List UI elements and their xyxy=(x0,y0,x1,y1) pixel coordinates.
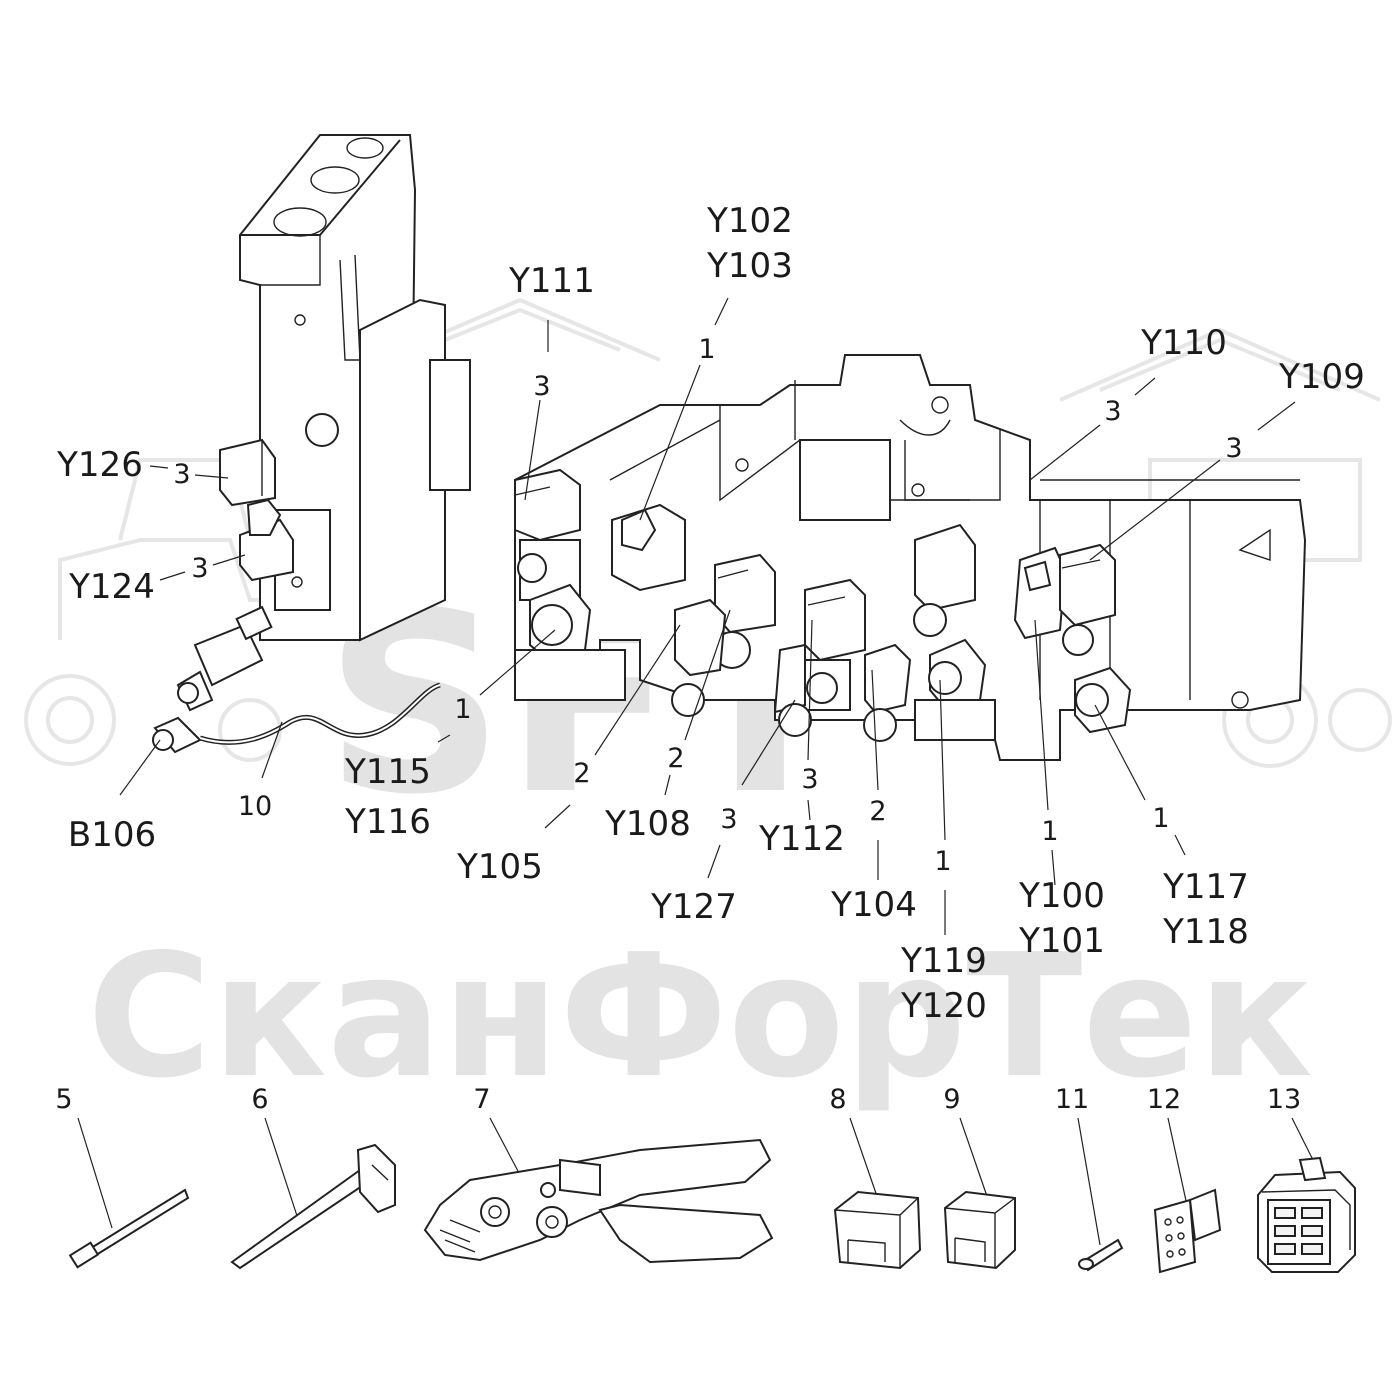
label-y112: Y112 xyxy=(758,819,845,859)
label-y102: Y102 xyxy=(706,201,793,241)
part-8-connector-housing: 8 xyxy=(829,1084,922,1270)
y111-coil xyxy=(514,468,581,601)
label-y126: Y126 xyxy=(56,445,143,485)
callout-y110: 3 xyxy=(1104,396,1121,427)
label-y110: Y110 xyxy=(1140,323,1227,363)
b106-pressure-sensor xyxy=(176,605,273,712)
part-9-number: 9 xyxy=(943,1084,960,1115)
y105-coil xyxy=(671,598,727,717)
y104-coil xyxy=(863,643,912,742)
callout-y112: 3 xyxy=(801,764,818,795)
accessory-parts: 5 6 7 8 xyxy=(55,1084,1356,1274)
y126-coil-connector xyxy=(219,438,276,507)
leader-lines xyxy=(119,297,1296,935)
callout-y119: 1 xyxy=(934,846,951,877)
part-7-crimping-pliers: 7 xyxy=(423,1084,774,1264)
part-6-number: 6 xyxy=(251,1084,268,1115)
callout-y126: 3 xyxy=(173,459,190,490)
label-y120: Y120 xyxy=(900,986,987,1026)
label-y117: Y117 xyxy=(1162,867,1249,907)
label-y119: Y119 xyxy=(900,941,987,981)
label-y124: Y124 xyxy=(68,567,155,607)
y110-coil xyxy=(1013,546,1067,640)
label-y108: Y108 xyxy=(604,804,691,844)
label-b106: B106 xyxy=(68,815,156,855)
part-9-connector-housing: 9 xyxy=(943,1084,1016,1270)
callout-y108: 2 xyxy=(667,743,684,774)
callout-y104: 2 xyxy=(869,796,886,827)
part-12-wedge-lock: 12 xyxy=(1147,1084,1222,1274)
left-valve-unit xyxy=(152,134,471,754)
callout-y109: 3 xyxy=(1225,433,1242,464)
callout-y105: 2 xyxy=(573,758,590,789)
label-y109: Y109 xyxy=(1278,357,1365,397)
part-8-number: 8 xyxy=(829,1084,846,1115)
watermark-text: СканФорТек xyxy=(87,918,1313,1116)
label-y118: Y118 xyxy=(1162,912,1249,952)
part-5-number: 5 xyxy=(55,1084,72,1115)
label-y105: Y105 xyxy=(456,847,543,887)
part-13-six-pin-connector: 13 xyxy=(1257,1084,1356,1273)
part-5-contact-pin: 5 xyxy=(55,1084,190,1269)
callout-cable: 10 xyxy=(238,791,272,822)
part-11-wire-ferrule: 11 xyxy=(1055,1084,1124,1272)
label-y116: Y116 xyxy=(344,802,431,842)
label-y100: Y100 xyxy=(1018,876,1105,916)
label-y111: Y111 xyxy=(508,261,595,301)
y115-coil xyxy=(514,583,626,701)
label-y115: Y115 xyxy=(344,752,431,792)
y119-coil xyxy=(913,523,996,741)
callout-y127: 3 xyxy=(720,804,737,835)
y124-coil-connector xyxy=(239,498,294,582)
b106-connector-cable xyxy=(152,682,441,754)
callout-y100: 1 xyxy=(1041,816,1058,847)
callout-numbers: 1 3 3 3 3 3 1 10 2 2 3 3 2 1 1 1 xyxy=(173,334,1242,877)
callout-y102: 1 xyxy=(698,334,715,365)
main-valve-block xyxy=(514,354,1307,761)
y117-coil xyxy=(1074,666,1132,734)
part-7-number: 7 xyxy=(473,1084,490,1115)
part-13-number: 13 xyxy=(1267,1084,1301,1115)
part-11-number: 11 xyxy=(1055,1084,1089,1115)
label-y104: Y104 xyxy=(830,885,917,925)
y102-coil xyxy=(611,503,686,592)
part-6-removal-tool: 6 xyxy=(230,1084,396,1270)
y109-coil xyxy=(1059,543,1116,656)
label-y101: Y101 xyxy=(1018,921,1105,961)
part-12-number: 12 xyxy=(1147,1084,1181,1115)
callout-y124: 3 xyxy=(191,553,208,584)
callout-y115: 1 xyxy=(454,694,471,725)
label-y127: Y127 xyxy=(650,887,737,927)
callout-y117: 1 xyxy=(1152,803,1169,834)
solenoid-labels: Y102 Y103 Y111 Y110 Y109 Y126 Y124 Y115 … xyxy=(56,201,1365,1026)
callout-y111: 3 xyxy=(533,371,550,402)
label-y103: Y103 xyxy=(706,246,793,286)
